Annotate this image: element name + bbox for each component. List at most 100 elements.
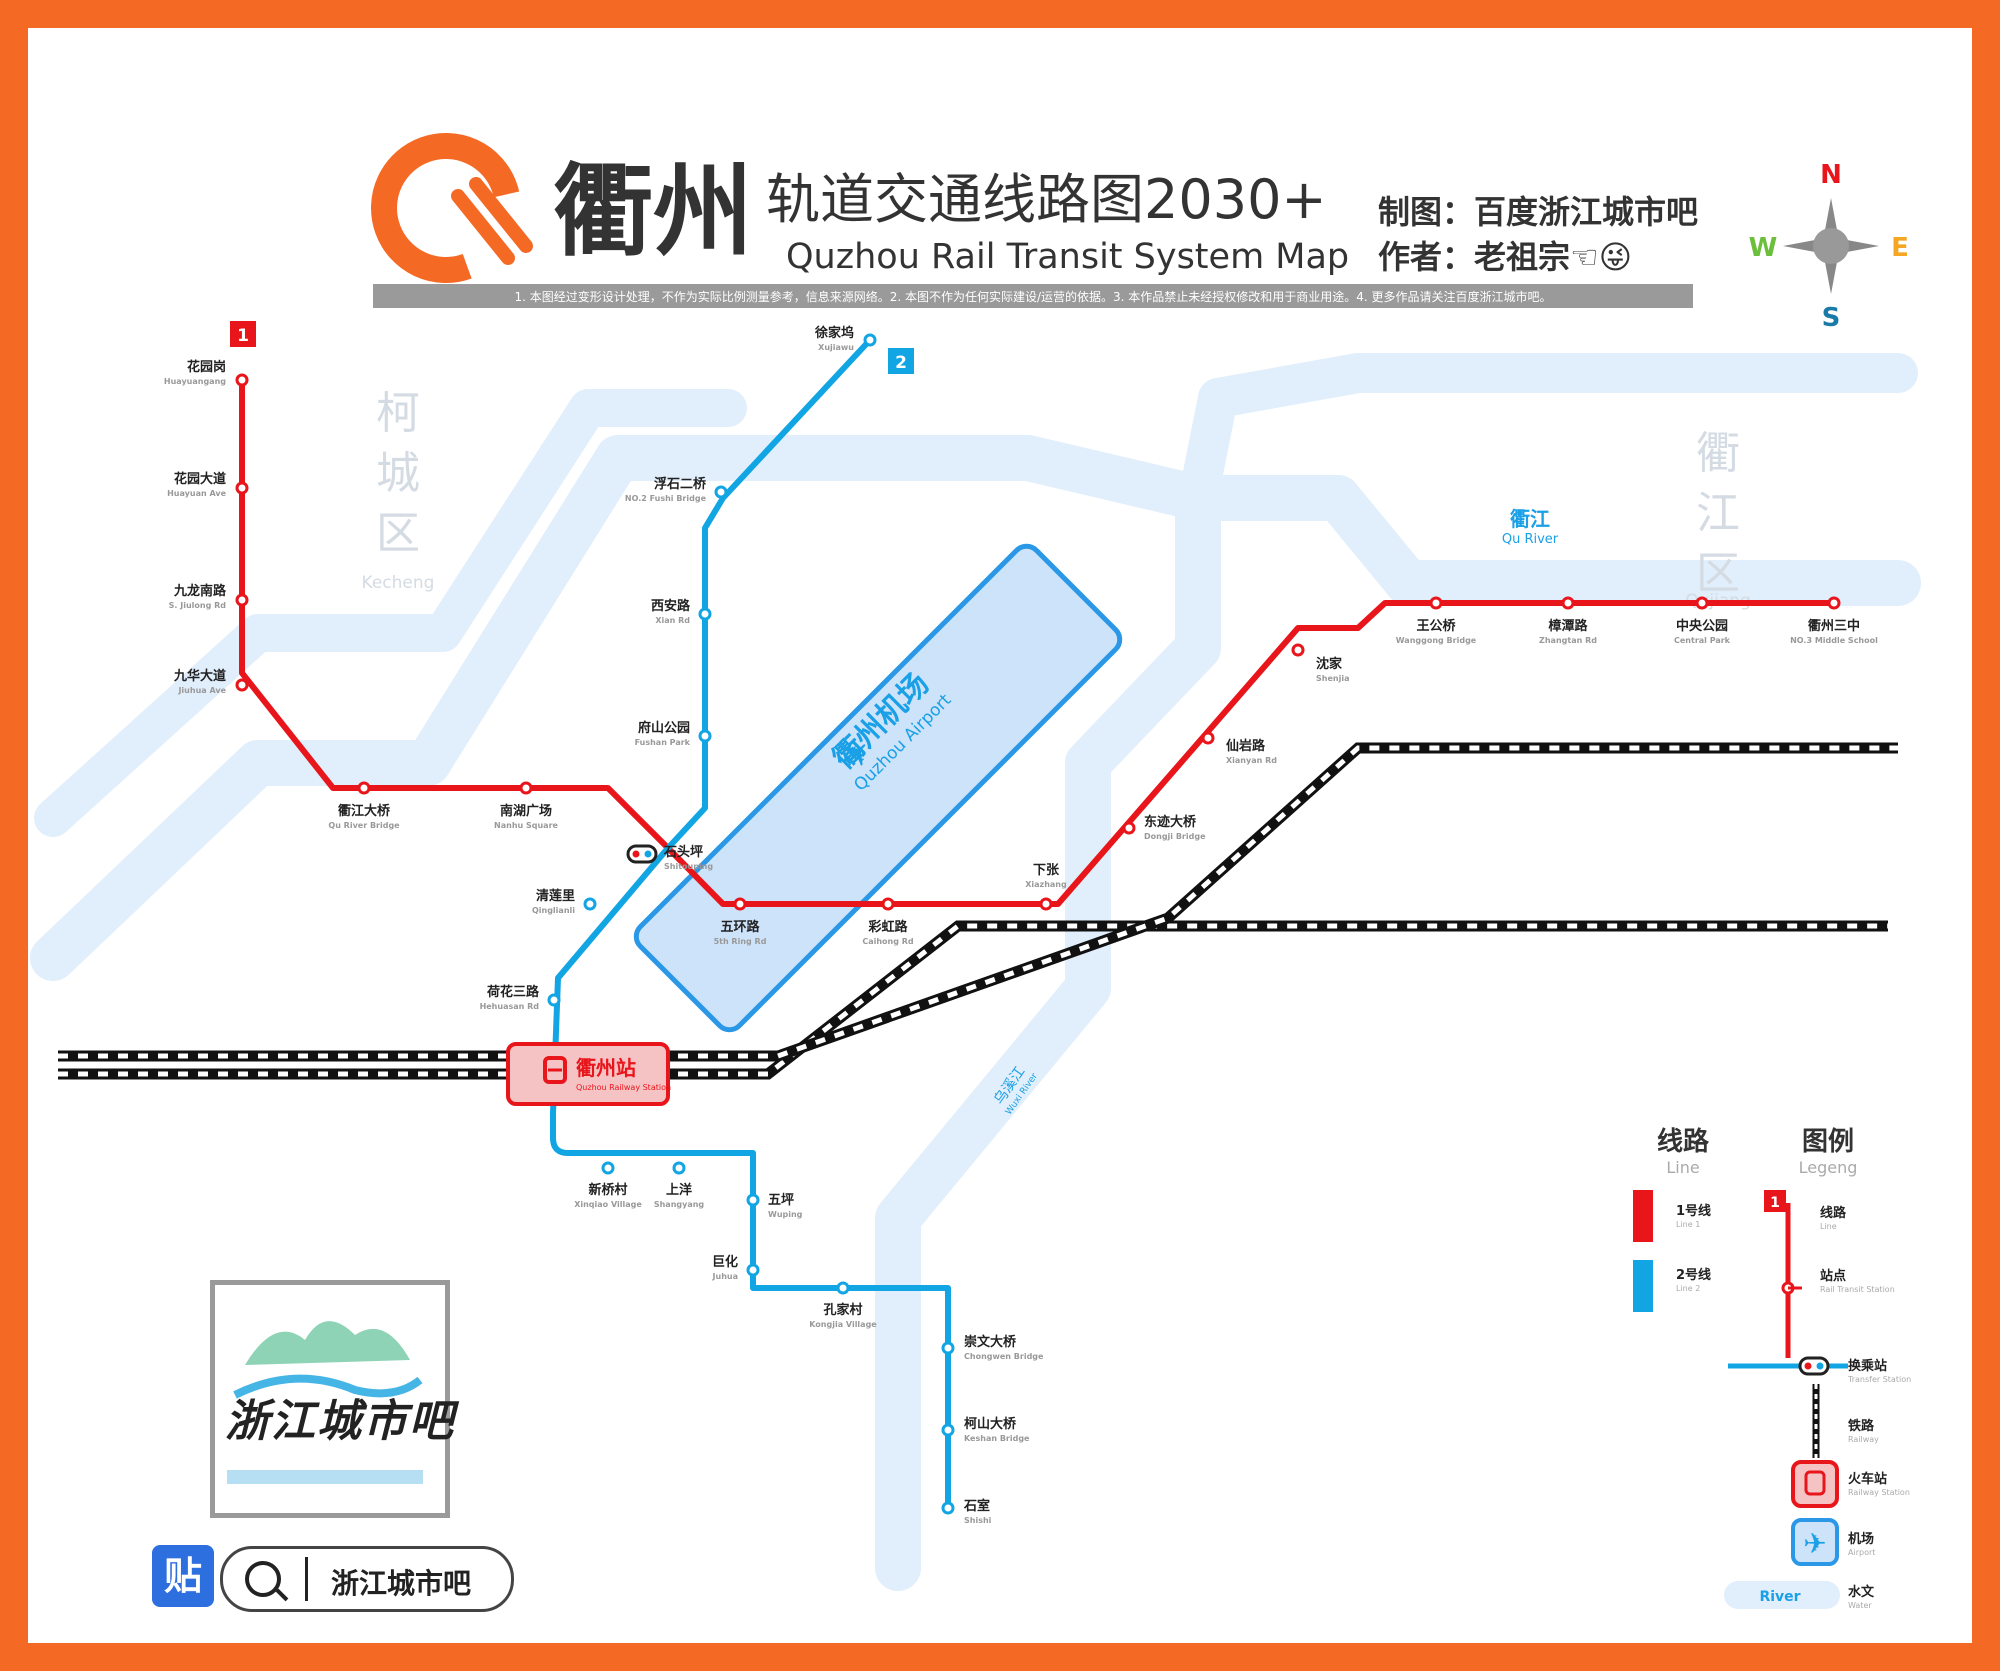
legend-lines-title-cn: 线路 [1657,1126,1710,1157]
railway-main [58,920,1888,1080]
district-kecheng-en: Kecheng [362,573,435,593]
station[interactable]: 五坪 Wuping [746,1193,803,1219]
station[interactable]: 九龙南路 S. Jiulong Rd [169,583,249,610]
tieba-icon[interactable]: 贴 [152,1545,214,1607]
compass-s: S [1822,303,1841,333]
station[interactable]: 沈家 Shenjia [1291,643,1349,683]
station-name-cn: 下张 [1033,863,1060,878]
disclaimer: 1. 本图经过变形设计处理，不作为实际比例测量参考，信息来源网络。2. 本图不作… [514,289,1551,304]
station-name-cn: 府山公园 [638,720,690,736]
station-name-en: Central Park [1674,636,1731,645]
station-name-en: Hehuasan Rd [480,1002,540,1011]
qu-river-branch [1178,353,1918,518]
station-name-en: Wanggong Bridge [1396,636,1477,645]
railways [58,742,1898,1080]
station-name-cn: 浮石二桥 [654,476,707,492]
station-name-cn: 崇文大桥 [964,1334,1017,1350]
station[interactable]: 府山公园 Fushan Park [635,720,712,747]
station[interactable]: 中央公园 Central Park [1674,596,1731,645]
station-name-cn: 石室 [963,1498,990,1514]
station[interactable]: 清莲里 Qinglianli [532,888,597,915]
legend-badge-label: 1 [1770,1195,1780,1211]
station[interactable]: 孔家村 Kongjia Village [809,1281,877,1329]
line-2-badge [888,348,914,374]
station[interactable]: 浮石二桥 NO.2 Fushi Bridge [625,476,728,503]
station-name-cn: 衢江大桥 [338,803,391,819]
title-en: Quzhou Rail Transit System Map [786,237,1349,277]
wuxi-river [875,475,1221,1591]
station[interactable]: 花园大道 Huayuan Ave [167,471,249,498]
compass-n: N [1820,160,1842,190]
transfer-station-shitouping[interactable]: 石头坪 Shitouping [626,844,713,871]
station[interactable]: 衢江大桥 Qu River Bridge [328,781,400,830]
station[interactable]: 新桥村 Xinqiao Village [574,1161,642,1209]
station-name-en: Kongjia Village [809,1320,877,1329]
legend: 线路 Line 图例 Legeng 1号线 Line 1 2号线 Line 2 … [1633,1126,1911,1610]
station-name-en: Shangyang [654,1200,705,1209]
line-2-route [550,337,951,1508]
search-bar[interactable]: 浙江城市吧 [220,1546,514,1612]
district-kecheng-char3: 区 [376,508,420,559]
map-canvas: 衢州机场 Quzhou Airport ✈ 柯 城 区 Kecheng 衢 江 … [28,28,1972,1643]
station-name-en: Xiazhang [1025,880,1067,889]
legend-line-1-swatch [1633,1190,1653,1242]
station-name-en: Zhangtan Rd [1539,636,1597,645]
legend-title-cn: 图例 [1802,1127,1854,1157]
station-name-cn: 东迹大桥 [1144,814,1197,830]
station[interactable]: 下张 Xiazhang [1025,863,1067,911]
station-name-cn: 九华大道 [173,668,226,684]
legend-item-line-en: Line [1820,1222,1837,1231]
station-name-en: Xujiawu [818,343,854,352]
station[interactable]: 花园岗 Huayuangang [164,359,249,387]
station-name-en: NO.2 Fushi Bridge [625,494,707,503]
quzhou-logo-icon [371,133,533,283]
header: 衢州 轨道交通线路图2030+ Quzhou Rail Transit Syst… [371,133,1698,308]
station[interactable]: 五环路 5th Ring Rd [714,897,767,946]
station-name-cn: 花园大道 [174,471,226,487]
station-name-en: Keshan Bridge [964,1434,1030,1443]
legend-item-station-rail-en: Railway Station [1848,1488,1910,1497]
station-name-cn: 衢州三中 [1808,618,1860,634]
station-name-en: Nanhu Square [494,821,558,830]
railway-station-cn: 衢州站 [576,1056,636,1080]
station[interactable]: 彩虹路 Caihong Rd [862,897,914,946]
station[interactable]: 衢州三中 NO.3 Middle School [1790,596,1878,645]
district-qujiang-char3: 区 [1696,548,1740,599]
station[interactable]: 东迹大桥 Dongji Bridge [1122,814,1206,841]
line-1-route [239,380,1834,907]
station-name-cn: 荷花三路 [486,984,540,1000]
train-icon [543,1056,567,1084]
svg-text:✈: ✈ [1803,1527,1826,1560]
line-1-badge-label: 1 [237,326,249,346]
station[interactable]: 荷花三路 Hehuasan Rd [480,984,561,1011]
station[interactable]: 崇文大桥 Chongwen Bridge [941,1334,1044,1361]
station[interactable]: 石室 Shishi [941,1498,992,1525]
station-name-cn: 樟潭路 [1548,618,1588,634]
district-qujiang-char2: 江 [1696,488,1740,539]
station-name-en: Wuping [768,1210,803,1219]
railway-station-quzhou[interactable]: 衢州站 Quzhou Railway Station [506,1042,671,1106]
station[interactable]: 上洋 Shangyang [654,1161,705,1209]
station-name-cn: 清莲里 [536,888,575,904]
station[interactable]: 徐家坞 Xujiawu [814,325,877,352]
station[interactable]: 九华大道 Jiuhua Ave [173,668,249,695]
legend-item-water-en: Water [1848,1601,1872,1610]
station[interactable]: 仙岩路 Xianyan Rd [1201,731,1277,765]
station-name-cn: 新桥村 [588,1182,627,1198]
airport: 衢州机场 Quzhou Airport ✈ [633,543,1123,1033]
station[interactable]: 樟潭路 Zhangtan Rd [1539,596,1597,645]
legend-airport-icon [1791,1518,1839,1566]
station[interactable]: 西安路 Xian Rd [651,598,712,625]
station-name-cn: 九龙南路 [173,583,227,599]
station[interactable]: 王公桥 Wanggong Bridge [1396,596,1477,645]
station-name-cn: 石头坪 [663,844,703,860]
station-name-en: 5th Ring Rd [714,937,767,946]
station[interactable]: 柯山大桥 Keshan Bridge [941,1416,1030,1443]
line-2-badge-label: 2 [895,353,907,373]
station[interactable]: 南湖广场 Nanhu Square [494,781,559,830]
railway-station-en: Quzhou Railway Station [576,1083,671,1092]
legend-item-water-cn: 水文 [1848,1584,1875,1600]
station[interactable]: 巨化 Juhua [712,1254,760,1281]
station-name-cn: 花园岗 [187,359,226,375]
station-name-en: Shitouping [664,862,713,871]
